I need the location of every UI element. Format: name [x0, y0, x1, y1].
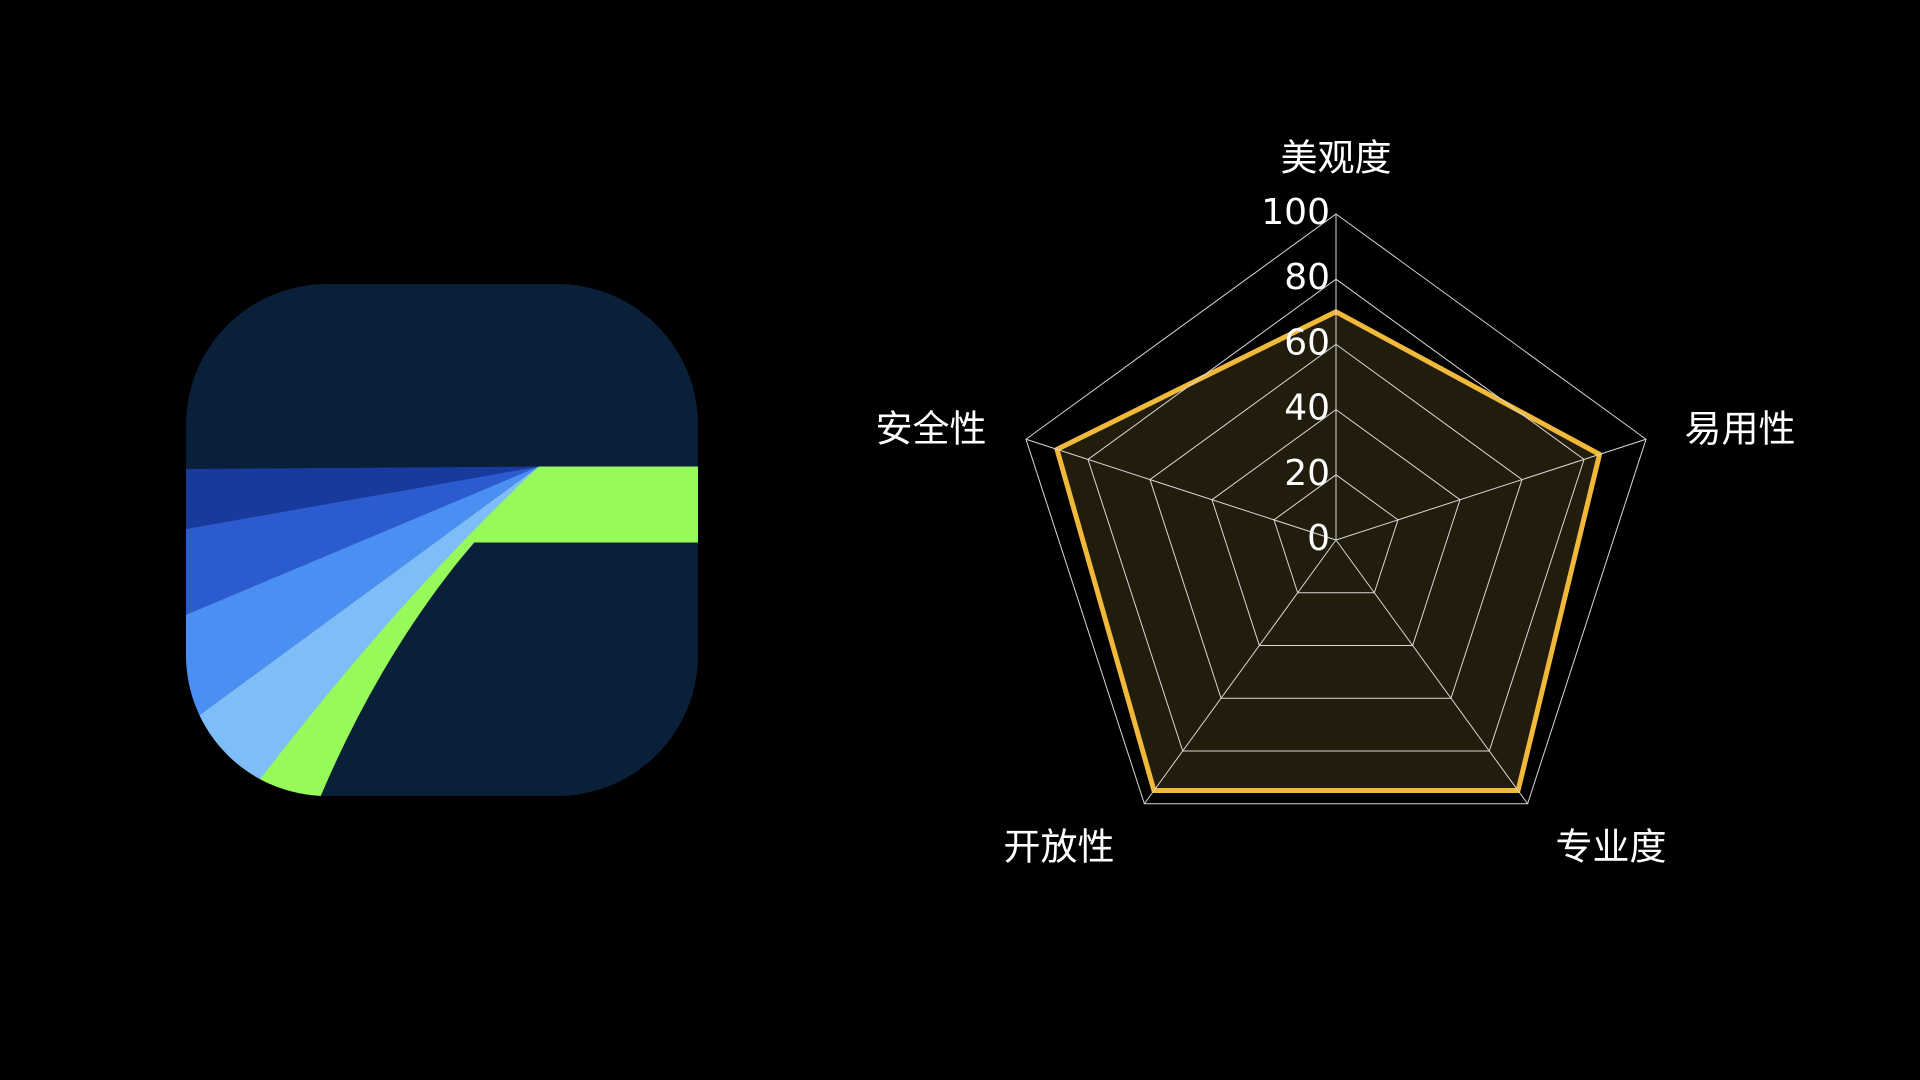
- tick-label: 100: [1261, 192, 1330, 233]
- radar-tick-labels: 0 20 40 60 80 100: [1261, 192, 1330, 559]
- grid-spoke: [1143, 539, 1337, 805]
- tick-label: 60: [1284, 322, 1330, 363]
- grid-spoke: [1025, 438, 1337, 541]
- tick-label: 0: [1307, 518, 1330, 559]
- grid-spoke: [1335, 539, 1529, 805]
- axis-label: 开放性: [1004, 826, 1115, 869]
- grid-ring-80: [1087, 278, 1585, 752]
- grid-ring-40: [1211, 408, 1461, 646]
- axis-label: 美观度: [1281, 137, 1392, 180]
- grid-ring-60: [1149, 343, 1523, 699]
- app-logo: [186, 284, 698, 796]
- radar-grid: [1025, 213, 1647, 805]
- axis-label: 安全性: [876, 408, 987, 451]
- axis-label: 易用性: [1685, 408, 1796, 451]
- tick-label: 20: [1284, 453, 1330, 494]
- logo-stripe-4: [186, 466, 539, 796]
- logo-green-band: [247, 466, 698, 796]
- grid-spoke: [1335, 438, 1647, 541]
- grid-ring-100: [1025, 213, 1647, 805]
- tick-label: 80: [1284, 257, 1330, 298]
- axis-label: 专业度: [1556, 826, 1667, 869]
- grid-ring-20: [1273, 474, 1399, 594]
- tick-label: 40: [1284, 388, 1330, 429]
